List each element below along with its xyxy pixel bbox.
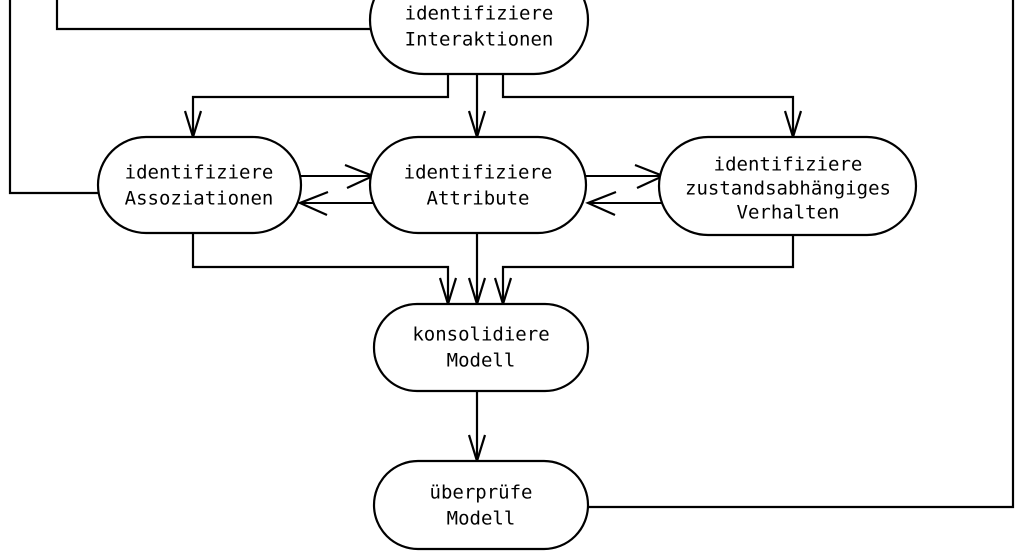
node-shape-konsolidiere xyxy=(372,302,590,393)
edge-attribute-to-verhalten xyxy=(582,163,666,189)
arrow-head-icon xyxy=(297,190,329,217)
node-label-ueberpruefe-line2: Modell xyxy=(447,508,516,530)
node-label-konsolidiere-line2: Modell xyxy=(447,350,516,372)
edge-interaktionen-to-attribute xyxy=(467,74,487,141)
node-shape-assoziationen xyxy=(96,135,303,235)
node-shape-verhalten xyxy=(657,135,918,237)
edge-verhalten-to-attribute xyxy=(585,190,666,217)
node-label-assoziationen-line1: identifiziere xyxy=(125,162,274,184)
edge-verhalten-to-konsolidiere xyxy=(493,235,795,308)
edge-interaktionen-to-verhalten xyxy=(501,74,803,141)
node-label-assoziationen-line2: Assoziationen xyxy=(125,188,274,210)
edge-attribute-to-assoziationen xyxy=(297,190,376,217)
edge-attribute-to-konsolidiere xyxy=(467,233,487,308)
node-identifiziere-attribute[interactable]: identifiziere Attribute xyxy=(368,135,588,235)
node-label-interaktionen-line2: Interaktionen xyxy=(405,29,554,51)
node-konsolidiere-modell[interactable]: konsolidiere Modell xyxy=(372,302,590,393)
node-label-verhalten-line1: identifiziere xyxy=(714,154,863,176)
edge-interaktionen-to-assoziationen xyxy=(183,74,450,141)
node-layer: identifiziere Interaktionen identifizier… xyxy=(96,0,918,551)
node-shape-attribute xyxy=(368,135,588,235)
node-identifiziere-interaktionen[interactable]: identifiziere Interaktionen xyxy=(368,0,590,76)
edge-assoziationen-to-konsolidiere xyxy=(191,233,458,308)
node-label-konsolidiere-line1: konsolidiere xyxy=(412,324,549,346)
node-ueberpruefe-modell[interactable]: überprüfe Modell xyxy=(372,459,590,551)
node-label-ueberpruefe-line1: überprüfe xyxy=(430,482,533,504)
edge-interaktionen-feedback-left xyxy=(55,0,371,31)
arrow-head-icon xyxy=(585,190,617,217)
node-label-attribute-line1: identifiziere xyxy=(404,162,553,184)
node-identifiziere-assoziationen[interactable]: identifiziere Assoziationen xyxy=(96,135,303,235)
node-label-interaktionen-line1: identifiziere xyxy=(405,3,554,25)
node-shape-ueberpruefe xyxy=(372,459,590,551)
edge-konsolidiere-to-ueberpruefe xyxy=(467,391,487,465)
node-label-attribute-line2: Attribute xyxy=(427,188,530,210)
edge-left-loop-to-assoziationen xyxy=(8,0,99,195)
node-label-verhalten-line2: zustandsabhängiges xyxy=(685,178,891,200)
node-label-verhalten-line3: Verhalten xyxy=(737,202,840,224)
node-identifiziere-zustandsabhaengiges-verhalten[interactable]: identifiziere zustandsabhängiges Verhalt… xyxy=(657,135,918,237)
edge-layer xyxy=(8,0,1015,509)
edge-ueberpruefe-feedback-right xyxy=(587,0,1015,509)
edge-assoziationen-to-attribute xyxy=(296,163,376,189)
node-shape-interaktionen xyxy=(368,0,590,76)
